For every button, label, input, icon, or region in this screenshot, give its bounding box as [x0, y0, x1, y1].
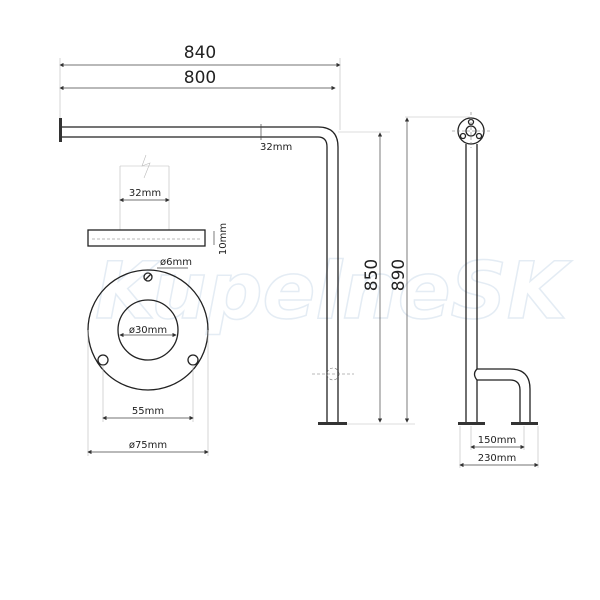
grab-bar-front-view: 32mm: [59, 118, 354, 425]
label-840: 840: [184, 43, 216, 63]
label-plate-pipe: 32mm: [129, 188, 161, 199]
dimension-850: 850: [338, 131, 390, 423]
label-230: 230mm: [478, 453, 517, 464]
label-plate-diameter: ø75mm: [129, 440, 167, 451]
label-hole-spacing: 55mm: [132, 406, 164, 417]
label-800: 800: [184, 68, 216, 88]
dimension-840: 840: [59, 43, 341, 130]
label-plate-thickness: 10mm: [218, 223, 229, 255]
wall-plate-side-view: 32mm 10mm: [87, 154, 229, 255]
grab-bar-side-view: [452, 112, 538, 425]
dimension-800: 800: [59, 58, 336, 118]
wall-plate-front-view: ø6mm ø30mm 55mm ø75mm: [87, 257, 209, 456]
dimension-890: 890: [347, 116, 470, 425]
dimension-230: 230mm: [459, 426, 539, 468]
label-inner-diameter: ø30mm: [129, 325, 167, 336]
label-pipe-diameter: 32mm: [260, 142, 292, 153]
label-850: 850: [362, 259, 382, 291]
label-890: 890: [389, 259, 409, 291]
label-hole-diameter: ø6mm: [160, 257, 192, 268]
dimension-150: 150mm: [470, 426, 525, 450]
watermark: KupelneSK: [95, 247, 573, 337]
label-150: 150mm: [478, 435, 517, 446]
